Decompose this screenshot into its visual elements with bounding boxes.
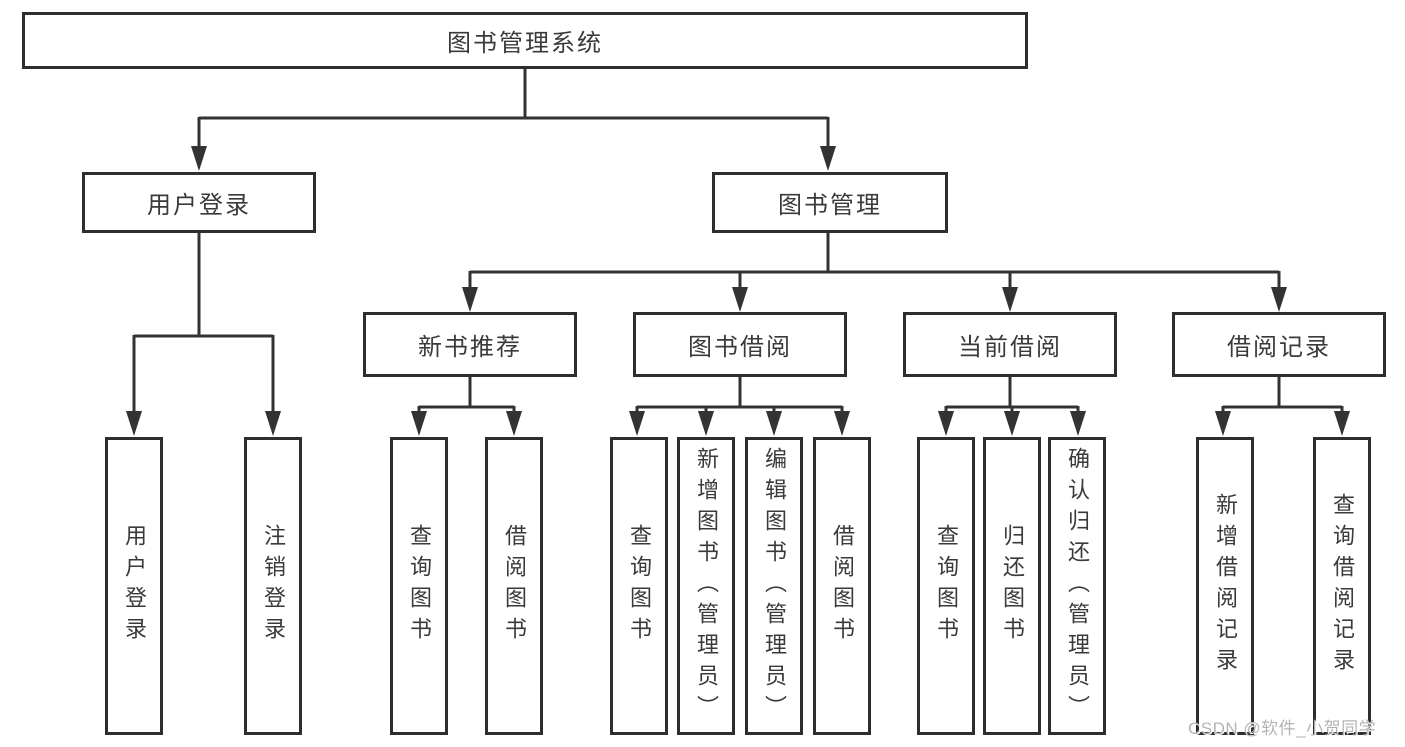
node-label: 用户登录 <box>147 192 251 219</box>
arrowheads <box>126 146 1350 436</box>
leaf-borrow-book: 借阅图书 <box>813 437 871 735</box>
node-label: 借阅图书 <box>502 524 527 648</box>
node-label: 图书借阅 <box>688 334 792 361</box>
node-label: 借阅图书 <box>830 524 855 648</box>
leaf-borrow-book-recommend: 借阅图书 <box>485 437 543 735</box>
node-label: 借阅记录 <box>1227 334 1331 361</box>
leaf-add-borrow-record: 新增借阅记录 <box>1196 437 1254 735</box>
node-label: 当前借阅 <box>958 334 1062 361</box>
node-label: 编辑图书（管理员） <box>762 446 787 726</box>
node-label: 注销登录 <box>261 524 286 648</box>
node-label: 新增图书（管理员） <box>694 446 719 726</box>
leaf-return-book: 归还图书 <box>983 437 1041 735</box>
leaf-query-book-current: 查询图书 <box>917 437 975 735</box>
node-label: 查询图书 <box>934 524 959 648</box>
node-borrow-records: 借阅记录 <box>1172 312 1386 377</box>
node-label: 查询借阅记录 <box>1330 493 1355 679</box>
node-label: 图书管理 <box>778 192 882 219</box>
leaf-logout: 注销登录 <box>244 437 302 735</box>
node-label: 新增借阅记录 <box>1213 493 1238 679</box>
node-book-borrow: 图书借阅 <box>633 312 847 377</box>
node-label: 查询图书 <box>407 524 432 648</box>
node-book-management: 图书管理 <box>712 172 948 233</box>
node-user-login: 用户登录 <box>82 172 316 233</box>
node-label: 确认归还（管理员） <box>1065 446 1090 726</box>
node-label: 图书管理系统 <box>447 30 603 57</box>
leaf-confirm-return-admin: 确认归还（管理员） <box>1048 437 1106 735</box>
csdn-watermark: CSDN @软件_小贺同学 <box>1188 719 1377 738</box>
node-new-book-recommendation: 新书推荐 <box>363 312 577 377</box>
leaf-query-borrow-record: 查询借阅记录 <box>1313 437 1371 735</box>
node-library-management-system: 图书管理系统 <box>22 12 1028 69</box>
leaf-edit-book-admin: 编辑图书（管理员） <box>745 437 803 735</box>
leaf-query-book-borrow: 查询图书 <box>610 437 668 735</box>
node-label: 查询图书 <box>627 524 652 648</box>
node-label: 用户登录 <box>122 524 147 648</box>
node-label: 新书推荐 <box>418 334 522 361</box>
leaf-query-book-recommend: 查询图书 <box>390 437 448 735</box>
leaf-user-login: 用户登录 <box>105 437 163 735</box>
leaf-add-book-admin: 新增图书（管理员） <box>677 437 735 735</box>
node-current-borrow: 当前借阅 <box>903 312 1117 377</box>
node-label: 归还图书 <box>1000 524 1025 648</box>
